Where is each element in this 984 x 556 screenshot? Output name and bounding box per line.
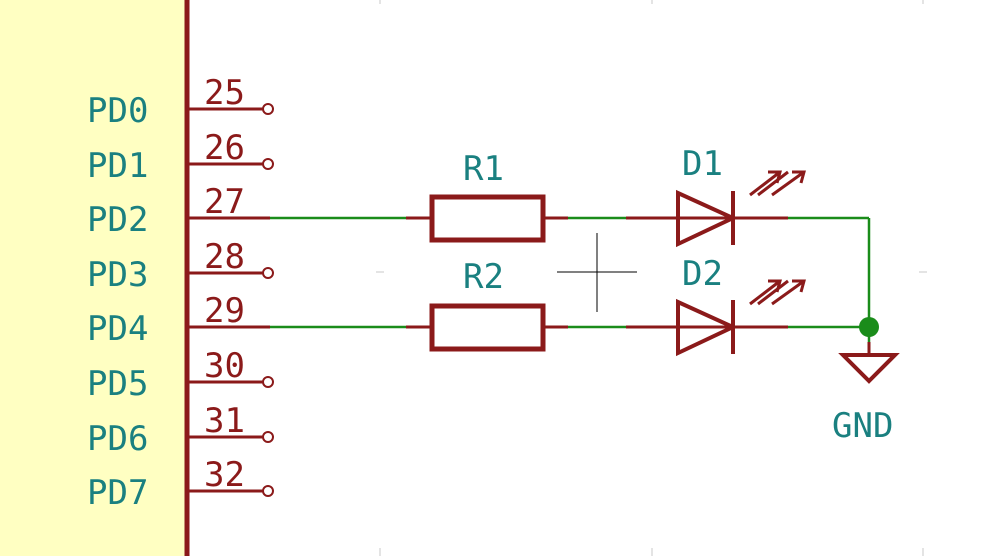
- pin-number: 26: [204, 128, 245, 168]
- unconnected-pin-icon: [262, 158, 274, 170]
- unconnected-pin-icon: [262, 485, 274, 497]
- unconnected-pin-icon: [262, 376, 274, 388]
- pin-number: 32: [204, 455, 245, 495]
- resistor-r1-label: R1: [463, 149, 504, 189]
- crosshair-cursor-icon: [557, 233, 637, 312]
- pin-number: 29: [204, 291, 245, 331]
- ic-pin[interactable]: PD5 30: [87, 346, 274, 404]
- pin-name: PD3: [87, 255, 148, 295]
- ic-pin[interactable]: PD0 25: [87, 73, 274, 131]
- pin-name: PD1: [87, 146, 148, 186]
- pin-name: PD0: [87, 91, 148, 131]
- junction-dot: [859, 317, 879, 337]
- ic-pin[interactable]: PD4 29: [87, 291, 270, 349]
- led-d1[interactable]: D1: [626, 144, 806, 248]
- unconnected-pin-icon: [262, 267, 274, 279]
- pin-number: 30: [204, 346, 245, 386]
- pin-number: 31: [204, 401, 245, 441]
- ic-pin[interactable]: PD2 27: [87, 182, 270, 240]
- resistor-r2-label: R2: [463, 257, 504, 297]
- led-d2-label: D2: [682, 254, 723, 294]
- ic-pin[interactable]: PD6 31: [87, 401, 274, 459]
- unconnected-pin-icon: [262, 431, 274, 443]
- resistor-r1[interactable]: R1: [406, 149, 568, 243]
- ic-pin[interactable]: PD1 26: [87, 128, 274, 186]
- grid-marks: [376, 0, 927, 556]
- ground-symbol[interactable]: GND: [832, 342, 900, 446]
- ground-label: GND: [832, 406, 893, 446]
- pin-name: PD7: [87, 473, 148, 513]
- led-d2[interactable]: D2: [626, 254, 806, 357]
- pin-name: PD4: [87, 309, 148, 349]
- ground-icon: [838, 353, 900, 384]
- pin-name: PD5: [87, 364, 148, 404]
- ic-body[interactable]: [0, 0, 190, 556]
- ic-pin[interactable]: PD7 32: [87, 455, 274, 513]
- pin-number: 28: [204, 237, 245, 277]
- pin-name: PD2: [87, 200, 148, 240]
- pin-number: 25: [204, 73, 245, 113]
- unconnected-pin-icon: [262, 103, 274, 115]
- led-d1-label: D1: [682, 144, 723, 184]
- ic-pin[interactable]: PD3 28: [87, 237, 274, 295]
- pin-name: PD6: [87, 419, 148, 459]
- led-d1-emission-arrows-icon: [749, 170, 806, 197]
- pin-number: 27: [204, 182, 245, 222]
- resistor-r2[interactable]: R2: [406, 257, 568, 352]
- led-d2-emission-arrows-icon: [749, 279, 806, 306]
